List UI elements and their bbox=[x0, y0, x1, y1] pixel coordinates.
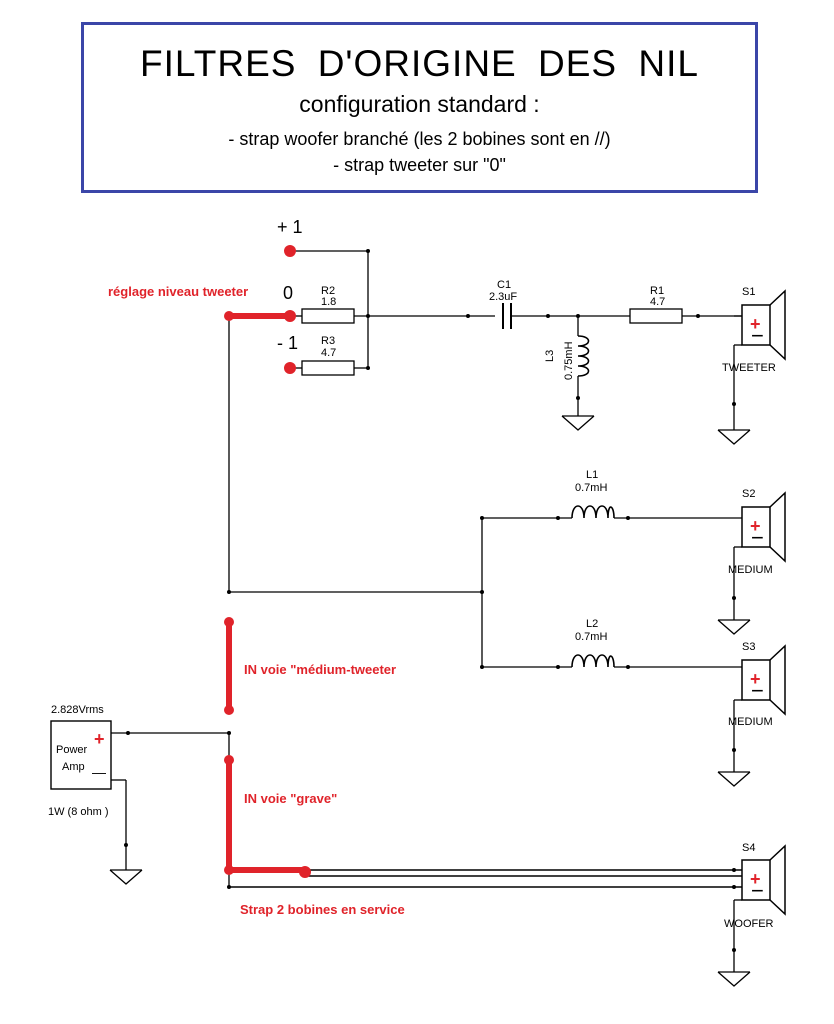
pad-zero[interactable] bbox=[284, 310, 296, 322]
tweeter-level-network bbox=[290, 249, 495, 376]
in-mid-tweeter-label: IN voie "médium-tweeter bbox=[244, 662, 396, 677]
s3-minus-sign: − bbox=[751, 678, 764, 703]
r1-name: R1 bbox=[650, 285, 664, 297]
r3-value: 4.7 bbox=[321, 347, 336, 359]
amp-power: 1W (8 ohm ) bbox=[48, 806, 109, 818]
ground-amp bbox=[109, 869, 143, 885]
l1-value: 0.7mH bbox=[575, 482, 607, 494]
r2-name: R2 bbox=[321, 285, 335, 297]
s4-plus-sign: + bbox=[750, 869, 761, 889]
amp-minus: — bbox=[92, 764, 106, 780]
s1-name: S1 bbox=[742, 286, 755, 298]
s3-label: MEDIUM bbox=[728, 716, 773, 728]
r1-value: 4.7 bbox=[650, 296, 665, 308]
s2-plus-sign: + bbox=[750, 516, 761, 536]
c1-value: 2.3uF bbox=[489, 291, 517, 303]
pad-minus1[interactable] bbox=[284, 362, 296, 374]
ground-s2 bbox=[717, 619, 751, 635]
amp-voltage: 2.828Vrms bbox=[51, 704, 104, 716]
inductor-l3 bbox=[576, 314, 590, 416]
speaker-s3-medium bbox=[732, 644, 786, 772]
in-grave-strap[interactable] bbox=[224, 755, 234, 873]
s1-plus-sign: + bbox=[750, 314, 761, 334]
r2-value: 1.8 bbox=[321, 296, 336, 308]
power-amp bbox=[50, 720, 231, 870]
speaker-s1-tweeter bbox=[732, 289, 786, 430]
l2-value: 0.7mH bbox=[575, 631, 607, 643]
speaker-s2-medium bbox=[732, 491, 786, 620]
inductor-l2 bbox=[482, 654, 742, 669]
r3-name: R3 bbox=[321, 335, 335, 347]
c1-name: C1 bbox=[497, 279, 511, 291]
woofer-coils-strap[interactable] bbox=[224, 865, 311, 878]
config-line-woofer: - strap woofer branché (les 2 bobines so… bbox=[228, 129, 611, 149]
ground-l3 bbox=[561, 415, 595, 431]
tweeter-level-label: réglage niveau tweeter bbox=[108, 284, 248, 299]
amp-plus: + bbox=[94, 729, 105, 749]
resistor-r1 bbox=[629, 308, 683, 324]
capacitor-c1 bbox=[502, 303, 630, 329]
level-minus1-label: - 1 bbox=[277, 333, 298, 353]
in-grave-label: IN voie "grave" bbox=[244, 791, 337, 806]
amp-label-power: Power bbox=[56, 744, 88, 756]
l2-name: L2 bbox=[586, 618, 598, 630]
amp-label-amp: Amp bbox=[62, 761, 85, 773]
s2-name: S2 bbox=[742, 488, 755, 500]
diagram-subtitle: configuration standard : bbox=[299, 91, 540, 117]
s1-minus-sign: − bbox=[751, 323, 764, 348]
s4-minus-sign: − bbox=[751, 878, 764, 903]
strap-woofer-label: Strap 2 bobines en service bbox=[240, 902, 405, 917]
pad-plus1[interactable] bbox=[284, 245, 296, 257]
ground-s1 bbox=[717, 429, 751, 445]
s1-label: TWEETER bbox=[722, 362, 776, 374]
title-box: FILTRES D'ORIGINE DES NIL configuration … bbox=[81, 22, 758, 193]
tweeter-strap[interactable] bbox=[224, 311, 293, 321]
ground-s3 bbox=[717, 771, 751, 787]
s4-name: S4 bbox=[742, 842, 755, 854]
in-mid-tweeter-strap[interactable] bbox=[224, 617, 234, 715]
config-line-tweeter: - strap tweeter sur "0" bbox=[333, 155, 506, 175]
s2-minus-sign: − bbox=[751, 525, 764, 550]
s3-plus-sign: + bbox=[750, 669, 761, 689]
l1-name: L1 bbox=[586, 469, 598, 481]
inductor-l1 bbox=[482, 505, 742, 520]
diagram-title: FILTRES D'ORIGINE DES NIL bbox=[140, 43, 699, 84]
ground-s4 bbox=[717, 971, 751, 987]
l3-name: L3 bbox=[544, 350, 556, 362]
level-zero-label: 0 bbox=[283, 283, 293, 303]
level-plus1-label: + 1 bbox=[277, 217, 303, 237]
s2-label: MEDIUM bbox=[728, 564, 773, 576]
l3-value: 0.75mH bbox=[563, 341, 575, 380]
s3-name: S3 bbox=[742, 641, 755, 653]
s4-label: WOOFER bbox=[724, 918, 774, 930]
resistor-r2 bbox=[301, 308, 355, 324]
resistor-r3 bbox=[301, 360, 355, 376]
speaker-s4-woofer bbox=[732, 844, 786, 972]
